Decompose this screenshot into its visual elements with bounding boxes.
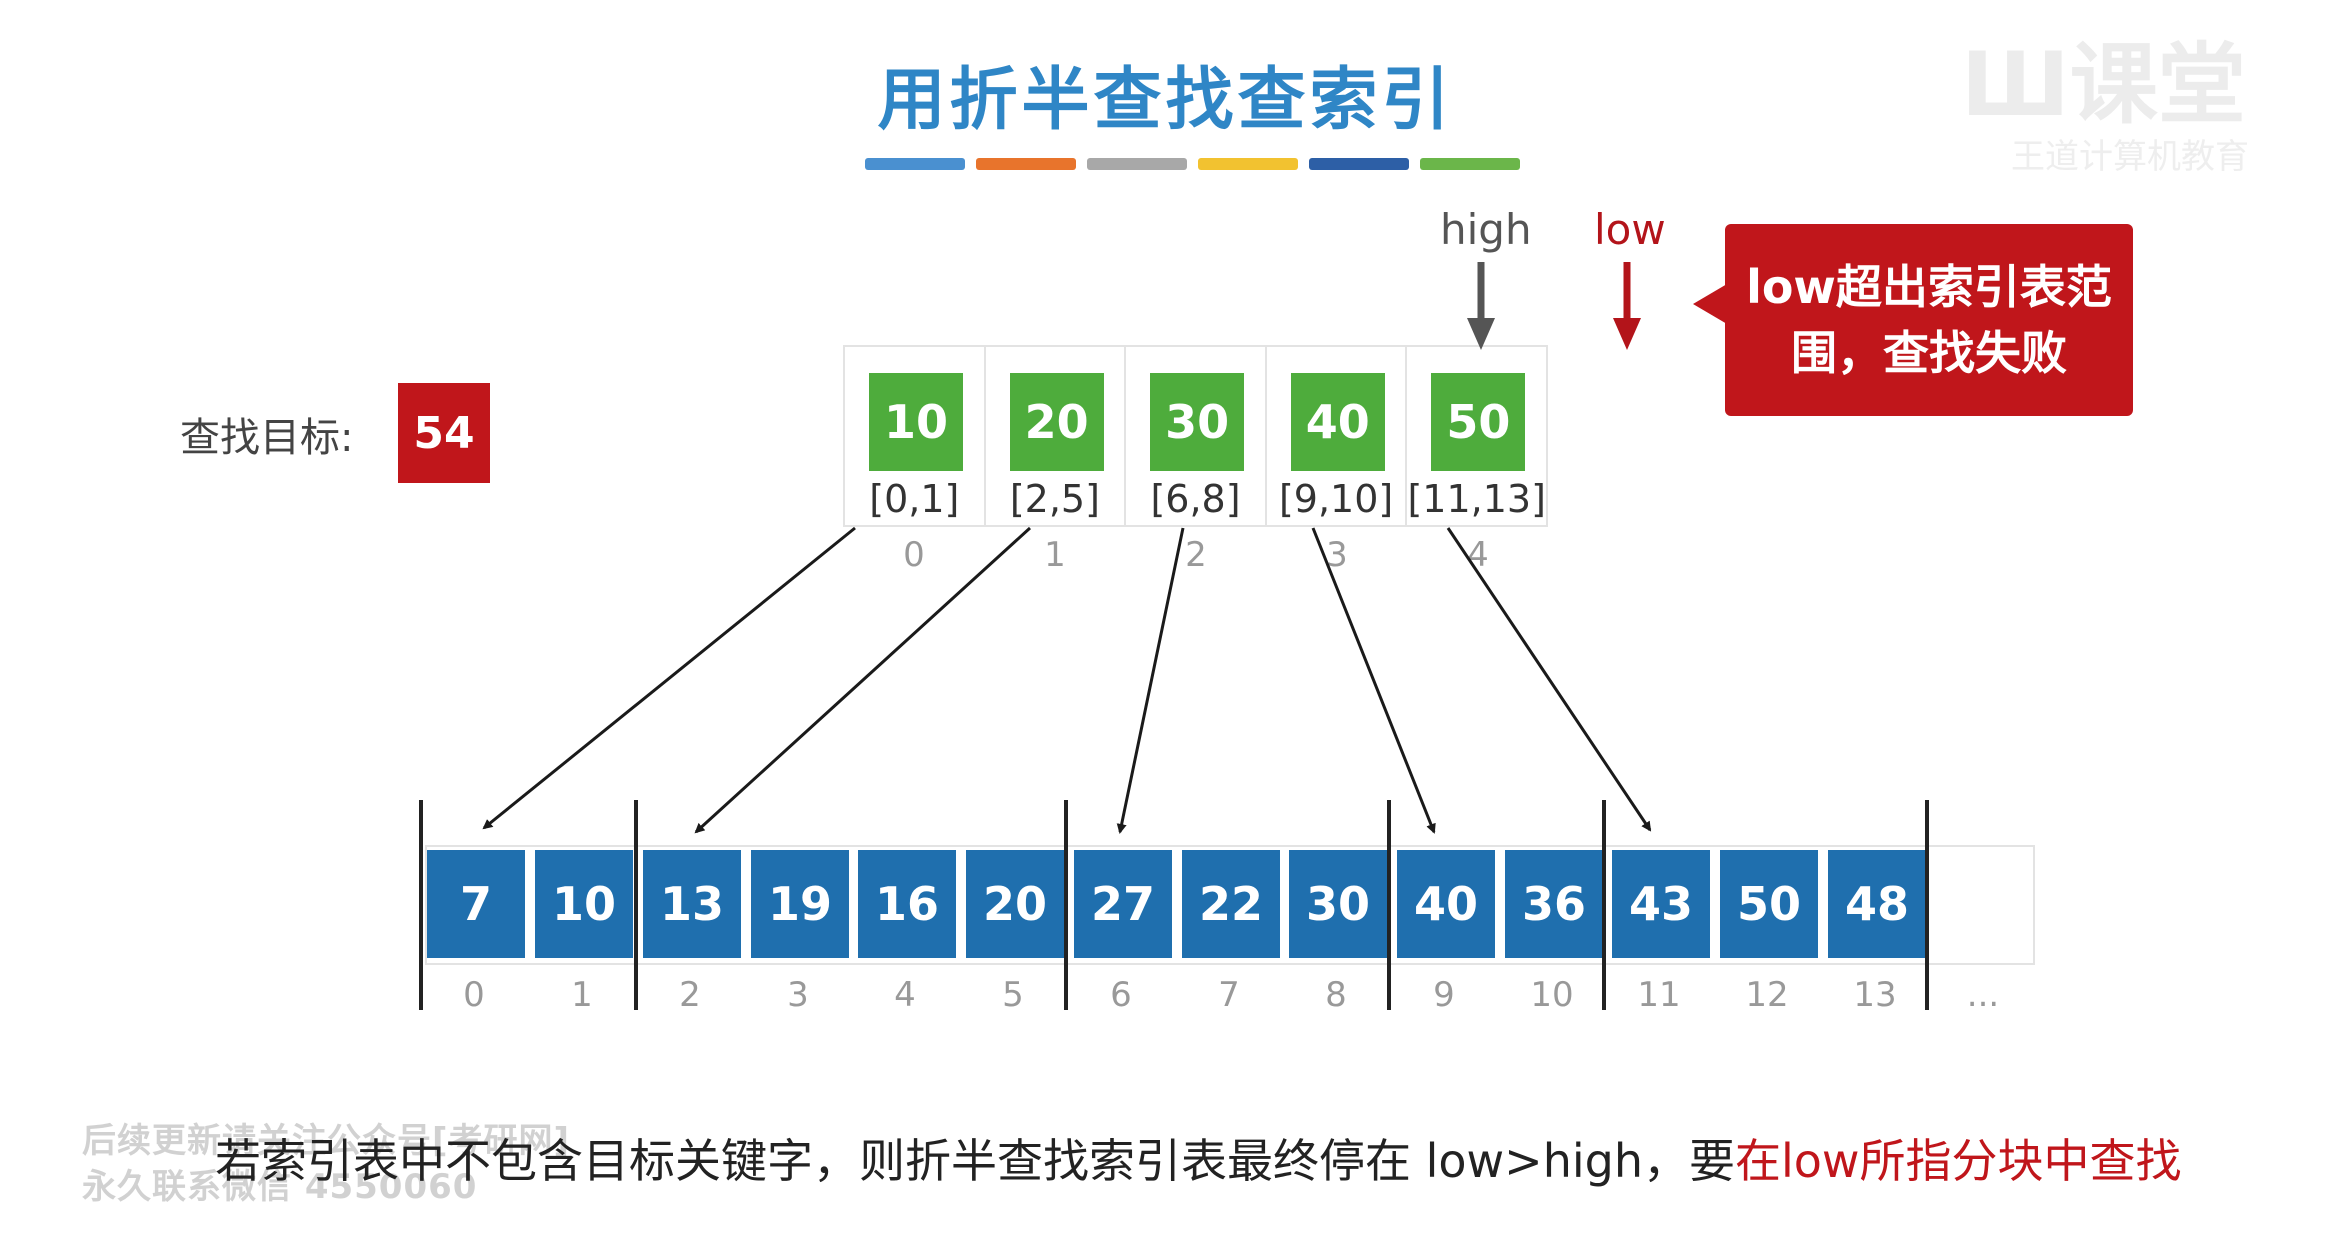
- main-key: 19: [751, 850, 849, 958]
- main-key: 48: [1828, 850, 1926, 958]
- main-index: 7: [1218, 975, 1240, 1015]
- main-key: 22: [1182, 850, 1280, 958]
- main-index: 5: [1002, 975, 1024, 1015]
- index-range: [2,5]: [1009, 477, 1100, 521]
- index-key: 10: [869, 373, 963, 471]
- main-key: 36: [1505, 850, 1603, 958]
- index-key: 50: [1431, 373, 1526, 471]
- main-index: 2: [679, 975, 701, 1015]
- index-position: 2: [1185, 535, 1207, 575]
- failure-callout: low超出索引表范 围，查找失败: [1725, 224, 2133, 416]
- color-bar: [976, 158, 1076, 170]
- main-index: 3: [787, 975, 809, 1015]
- main-key: 40: [1397, 850, 1495, 958]
- main-key: 16: [858, 850, 956, 958]
- color-bar: [1087, 158, 1187, 170]
- main-index: 6: [1110, 975, 1132, 1015]
- color-bar: [1420, 158, 1520, 170]
- index-table: 10 [0,1] 20 [2,5] 30 [6,8] 40 [9,10] 50 [11,1…: [843, 345, 1548, 527]
- overlay-watermark-line: 后续更新请关注公众号[考研网]: [82, 1121, 571, 1161]
- index-range: [9,10]: [1278, 477, 1394, 521]
- callout-line: low超出索引表范: [1746, 260, 2112, 314]
- main-index: 13: [1853, 975, 1897, 1015]
- color-bar: [865, 158, 965, 170]
- page-title: 用折半查找查索引: [877, 61, 1454, 140]
- main-key: 27: [1074, 850, 1172, 958]
- main-index: 12: [1745, 975, 1789, 1015]
- callout-line: 围，查找失败: [1791, 326, 2067, 380]
- index-position: 4: [1467, 535, 1489, 575]
- main-key: 50: [1720, 850, 1818, 958]
- index-cell: 50 [11,13]: [1407, 347, 1546, 525]
- target-label: 查找目标:: [180, 415, 354, 461]
- index-key: 30: [1150, 373, 1245, 471]
- watermark-brand-text: Ш课堂: [1961, 33, 2246, 136]
- index-position: 3: [1326, 535, 1348, 575]
- watermark-sub: 王道计算机教育: [2011, 137, 2249, 177]
- main-table: [425, 845, 2035, 965]
- main-key: 10: [535, 850, 633, 958]
- index-position: 0: [903, 535, 925, 575]
- overlay-watermark: 后续更新请关注公众号[考研网] 永久联系微信 4550060: [82, 1118, 570, 1210]
- callout-tip: [1693, 284, 1727, 324]
- main-key: 13: [643, 850, 741, 958]
- index-key: 40: [1290, 373, 1385, 471]
- index-position: 1: [1044, 535, 1066, 575]
- color-bar: [1309, 158, 1409, 170]
- index-range: [0,1]: [869, 477, 960, 521]
- subtitle-caption: 若索引表中不包含目标关键字，则折半查找索引表最终停在 low>high，要在lo…: [215, 1125, 2182, 1191]
- index-cell: 20 [2,5]: [986, 347, 1127, 525]
- index-cell: 10 [0,1]: [845, 347, 986, 525]
- main-key: 7: [427, 850, 525, 958]
- main-index: 8: [1325, 975, 1347, 1015]
- main-index: 4: [894, 975, 916, 1015]
- color-bar: [1198, 158, 1298, 170]
- main-key: 43: [1612, 850, 1710, 958]
- main-key: 30: [1289, 850, 1387, 958]
- high-pointer-label: high: [1440, 205, 1532, 254]
- caption-highlight: 在low所指分块中查找: [1735, 1134, 2182, 1188]
- main-index: 1: [571, 975, 593, 1015]
- main-index: 11: [1637, 975, 1681, 1015]
- caption-text: 若索引表中不包含目标关键字，则折半查找索引表最终停在 low>high，要: [215, 1134, 1735, 1188]
- main-index: 10: [1530, 975, 1574, 1015]
- main-key: 20: [966, 850, 1064, 958]
- low-arrow-head: [1613, 318, 1641, 350]
- main-index-ellipsis: ...: [1966, 975, 2000, 1015]
- index-cell: 30 [6,8]: [1126, 347, 1267, 525]
- main-index: 0: [463, 975, 485, 1015]
- watermark-logo: Ш课堂 王道计算机教育: [1961, 33, 2249, 177]
- overlay-watermark-line: 永久联系微信 4550060: [82, 1167, 478, 1207]
- target-value: 54: [398, 383, 490, 483]
- main-index: 9: [1433, 975, 1455, 1015]
- low-pointer-label: low: [1594, 205, 1666, 254]
- index-range: [11,13]: [1407, 477, 1546, 521]
- index-cell: 40 [9,10]: [1267, 347, 1408, 525]
- block-pointer-arrow: [482, 526, 856, 830]
- index-range: [6,8]: [1150, 477, 1241, 521]
- block-pointer-arrow: [694, 526, 1032, 834]
- index-key: 20: [1009, 373, 1104, 471]
